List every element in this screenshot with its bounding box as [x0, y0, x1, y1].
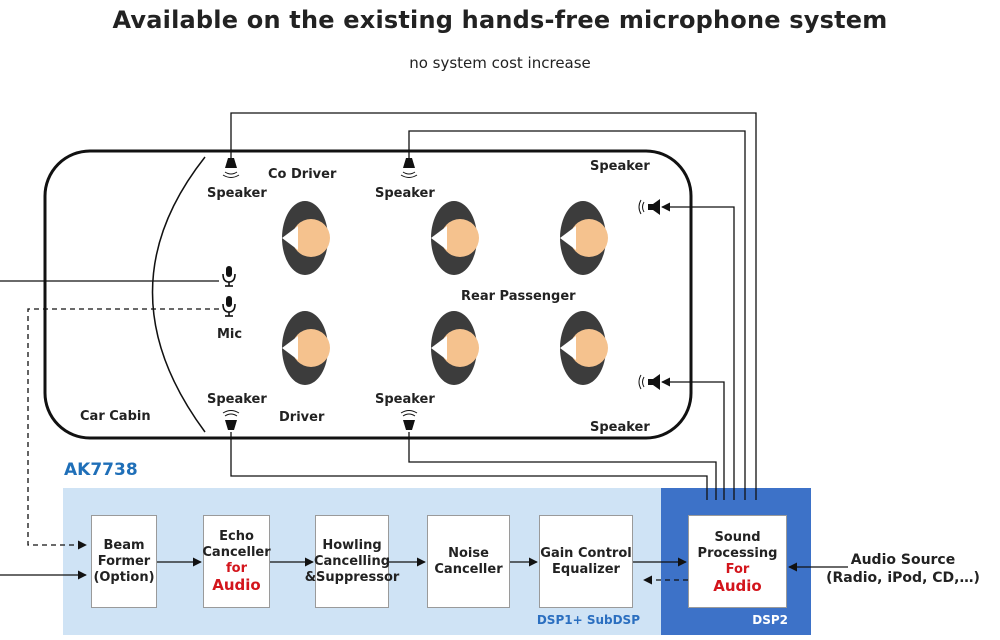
block-text: for	[226, 560, 247, 576]
block-text: Gain Control	[540, 545, 632, 561]
occupants	[282, 201, 608, 385]
dsp1-label: DSP1+ SubDSP	[536, 613, 640, 627]
car-cabin-label: Car Cabin	[80, 409, 151, 424]
speaker-label: Speaker	[207, 392, 267, 407]
speaker-icon	[400, 410, 418, 430]
driver-label: Driver	[279, 410, 325, 425]
speaker-icon	[400, 158, 418, 178]
windshield-curve	[151, 156, 206, 433]
microphone-icon	[222, 266, 236, 287]
speaker-label: Speaker	[375, 392, 435, 407]
block-text: For	[725, 561, 750, 577]
audio-source-label: Audio Source (Radio, iPod, CD,…)	[808, 551, 998, 587]
chip-name: AK7738	[64, 460, 138, 480]
speaker-icon	[222, 158, 240, 178]
occupant-rear-center-bottom	[431, 311, 479, 385]
block-text: Sound	[714, 529, 761, 545]
occupant-driver	[282, 311, 330, 385]
occupant-co-driver	[282, 201, 330, 275]
speaker-icon	[222, 410, 240, 430]
block-text: Canceller	[202, 544, 271, 560]
block-text: Processing	[697, 545, 778, 561]
speaker-label: Speaker	[207, 186, 267, 201]
block-text: Audio	[212, 575, 261, 594]
gain-control-block: Gain Control Equalizer	[539, 515, 633, 608]
block-text: (Option)	[93, 569, 155, 585]
co-driver-label: Co Driver	[268, 167, 337, 182]
rear-passenger-label: Rear Passenger	[461, 289, 576, 304]
occupant-rear-center-top	[431, 201, 479, 275]
speaker-icon	[638, 199, 660, 215]
howling-canceller-block: Howling Cancelling &Suppressor	[305, 515, 399, 608]
block-text: Cancelling	[313, 553, 391, 569]
beam-former-block: Beam Former (Option)	[91, 515, 157, 608]
block-text: Echo	[219, 528, 254, 544]
mic-label: Mic	[217, 327, 243, 342]
echo-canceller-block: Echo Canceller for Audio	[202, 515, 271, 608]
speaker-icon	[638, 374, 660, 390]
block-text: Beam	[103, 537, 145, 553]
block-text: Canceller	[434, 561, 503, 577]
block-text: &Suppressor	[304, 569, 400, 585]
block-text: Audio	[713, 576, 762, 595]
block-text: Equalizer	[552, 561, 620, 577]
audio-source-title: Audio Source	[850, 552, 956, 568]
block-text: Former	[97, 553, 151, 569]
audio-source-examples: (Radio, iPod, CD,…)	[826, 570, 980, 586]
speaker-label: Speaker	[375, 186, 435, 201]
speaker-label: Speaker	[590, 159, 650, 174]
occupant-rear-right-top	[560, 201, 608, 275]
noise-canceller-block: Noise Canceller	[427, 515, 510, 608]
dsp2-label: DSP2	[752, 613, 788, 627]
block-text: Howling	[322, 537, 382, 553]
speaker-label: Speaker	[590, 420, 650, 435]
sound-processing-block: Sound Processing For Audio	[688, 515, 787, 608]
page-title: Available on the existing hands-free mic…	[112, 6, 888, 34]
page-subtitle: no system cost increase	[409, 54, 591, 72]
block-text: Noise	[448, 545, 489, 561]
occupant-rear-right-bottom	[560, 311, 608, 385]
mic2-dashed-line	[27, 308, 219, 550]
car-cabin-outline	[43, 149, 693, 440]
microphone-icon	[222, 296, 236, 317]
